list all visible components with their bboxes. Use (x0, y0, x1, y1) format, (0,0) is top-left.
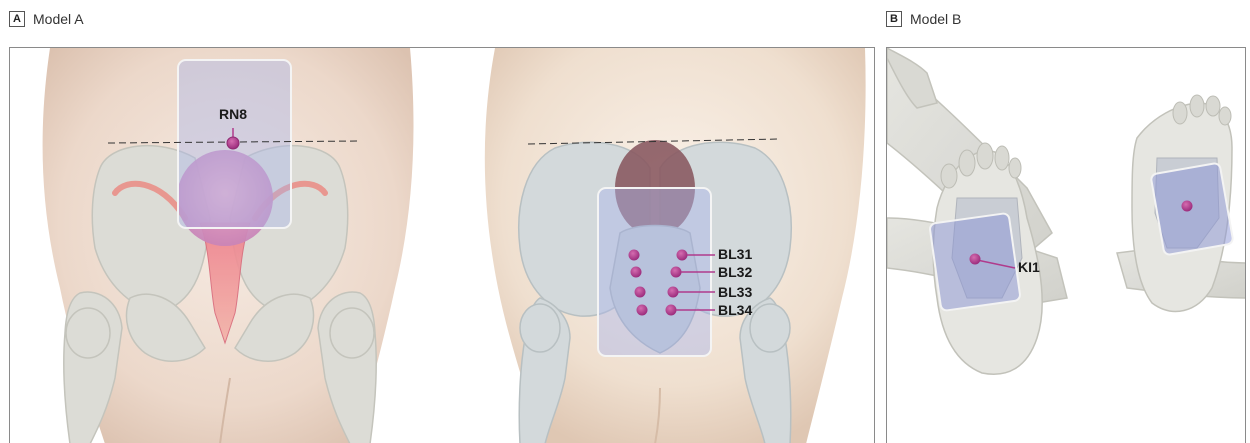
panel-b-letter: B (886, 11, 902, 27)
bl31-left-acupoint (629, 250, 640, 261)
panel-a-title: Model A (33, 11, 84, 27)
ki1-acupoint (970, 254, 981, 265)
model-b-svg (887, 48, 1246, 443)
bl34-label: BL34 (718, 303, 752, 317)
bl31-label: BL31 (718, 247, 752, 261)
model-a-illustration: RN8 BL31 BL32 BL33 BL34 (9, 47, 875, 443)
right-foot-highlight-box (1150, 163, 1233, 256)
panel-a-letter: A (9, 11, 25, 27)
bl31-right-acupoint (677, 250, 688, 261)
bl33-left-acupoint (635, 287, 646, 298)
panel-a-header: A Model A (9, 11, 84, 27)
model-b-illustration: KI1 (886, 47, 1246, 443)
bl34-left-acupoint (637, 305, 648, 316)
bl32-label: BL32 (718, 265, 752, 279)
bl33-label: BL33 (718, 285, 752, 299)
right-foot-acupoint (1182, 201, 1193, 212)
back-view (485, 48, 866, 443)
bl33-right-acupoint (668, 287, 679, 298)
panel-b-title: Model B (910, 11, 961, 27)
bl34-right-acupoint (666, 305, 677, 316)
bl32-left-acupoint (631, 267, 642, 278)
rn8-label: RN8 (219, 107, 247, 121)
rn8-acupoint (227, 137, 239, 149)
bl32-right-acupoint (671, 267, 682, 278)
ki1-label: KI1 (1018, 260, 1040, 274)
panel-b-header: B Model B (886, 11, 961, 27)
